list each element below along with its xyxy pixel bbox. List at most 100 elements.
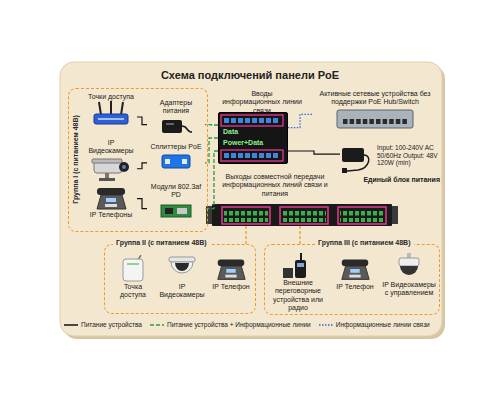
device-label: Адаптеры питания <box>147 99 205 116</box>
module-icon <box>158 200 194 220</box>
port-highlight <box>221 150 283 161</box>
device: Модули 802.3af PD <box>147 183 205 220</box>
hub-part <box>402 119 407 124</box>
port <box>273 153 278 158</box>
device: Адаптеры питания <box>147 99 205 136</box>
router-part <box>99 102 101 115</box>
group-region: Точки доступаIP ВидеокамерыIP ТелефоныАд… <box>68 88 208 232</box>
device-label: IP Видеокамеры с управлением <box>381 281 437 298</box>
port <box>238 118 243 123</box>
phone-part <box>349 275 360 278</box>
port <box>266 153 271 158</box>
hub-part <box>376 119 381 124</box>
adapter-icon <box>158 116 194 136</box>
power-line <box>137 117 147 125</box>
router-part <box>94 114 128 124</box>
legend-sample <box>150 322 164 328</box>
legend-line <box>64 324 78 326</box>
callout-label: Выходы совместной передачи информационны… <box>214 173 336 198</box>
legend-text: Питание устройства <box>81 321 142 329</box>
port-row <box>282 209 326 222</box>
hub-part <box>343 119 348 124</box>
rack-ear <box>392 206 398 224</box>
device: Внешние переговорные устройства или ради… <box>269 253 327 312</box>
port <box>224 118 229 123</box>
adapter-part <box>162 120 182 133</box>
radio-icon <box>281 253 315 279</box>
device-label: IP Видеокамеры <box>157 283 207 300</box>
device-label: Внешние переговорные устройства или ради… <box>269 279 327 312</box>
callout-label: Вводы информационных линии связи <box>222 90 302 115</box>
device-label: Сплиттеры PoE <box>150 143 201 151</box>
legend: Питание устройства Питание устройства + И… <box>64 321 440 329</box>
hub-part <box>369 119 374 124</box>
port-row <box>224 209 268 222</box>
module-part <box>161 205 191 217</box>
phone-part <box>97 195 126 209</box>
hub-part <box>350 119 355 124</box>
legend-item: Питание устройства <box>64 321 142 329</box>
camera-part <box>119 162 129 172</box>
dome-icon <box>165 255 199 283</box>
hub-part <box>363 119 368 124</box>
port-group-highlight <box>222 207 270 224</box>
legend-item: Питание устройства + Информационные лини… <box>150 321 311 329</box>
port <box>252 118 257 123</box>
phone-part <box>225 275 236 278</box>
hub-part <box>356 119 361 124</box>
phone-part <box>97 188 125 195</box>
device: IP Телефон <box>331 255 379 291</box>
ptz-part <box>399 258 419 266</box>
router-part <box>110 101 112 115</box>
injector-label: Data <box>223 128 238 136</box>
device: IP Видеокамеры с управлением <box>381 253 437 298</box>
phone-icon <box>214 255 248 283</box>
psu-icon <box>340 144 374 174</box>
panel-ground <box>60 62 442 336</box>
splitter-part <box>182 159 187 164</box>
port-highlight <box>221 115 283 126</box>
port <box>259 118 264 123</box>
ptz-part <box>400 266 418 275</box>
adapter-part <box>182 126 192 132</box>
splitter-part <box>165 159 170 164</box>
adapter-part <box>166 123 174 125</box>
power-supply: Input: 100-240V AC 50/60Hz Output: 48V 1… <box>340 144 440 184</box>
phone-part <box>106 198 116 202</box>
device-label: Модули 802.3af PD <box>147 183 205 200</box>
diagram-title: Схема подключений панели PoE <box>0 69 500 82</box>
device-label: Точка доступа <box>111 283 155 300</box>
router-part <box>121 102 123 115</box>
radio-part <box>283 268 293 278</box>
port <box>224 153 229 158</box>
injector-label: Power+Data <box>223 139 263 147</box>
device: IP Видеокамеры <box>157 255 207 300</box>
spec-text: Input: 100-240V AC 50/60Hz Output: 48V 1… <box>377 144 440 167</box>
legend-text: Информационные линии связи <box>336 321 430 329</box>
caption-text: Единый блок питания <box>340 176 440 184</box>
device-label: IP Видеокамеры <box>85 139 137 156</box>
group-link <box>245 226 246 244</box>
device-label: Точки доступа <box>88 93 134 101</box>
group-link <box>299 226 300 244</box>
legend-sample <box>319 322 333 328</box>
module-part <box>177 208 187 214</box>
legend-line <box>150 324 164 326</box>
router-icon <box>91 101 131 127</box>
group-heading: Группа II (с питанием 48В) <box>113 239 210 247</box>
psu-part <box>342 148 364 162</box>
device: IP Видеокамеры <box>85 139 137 182</box>
device: Сплиттеры PoE <box>147 143 205 171</box>
phone-icon <box>93 185 129 211</box>
port-group-highlight <box>280 207 328 224</box>
phone-part <box>350 269 359 273</box>
port-group-highlight <box>338 207 386 224</box>
group-heading: Группа III (с питанием 48В) <box>315 239 414 247</box>
device-label: IP Телефон <box>212 283 249 291</box>
port <box>252 153 257 158</box>
group-heading: Группа I (с питанием 48В) <box>70 89 82 230</box>
radio-part <box>297 263 304 267</box>
ap-icon <box>116 255 150 283</box>
device: Точка доступа <box>111 255 155 300</box>
radio-part <box>300 253 302 261</box>
